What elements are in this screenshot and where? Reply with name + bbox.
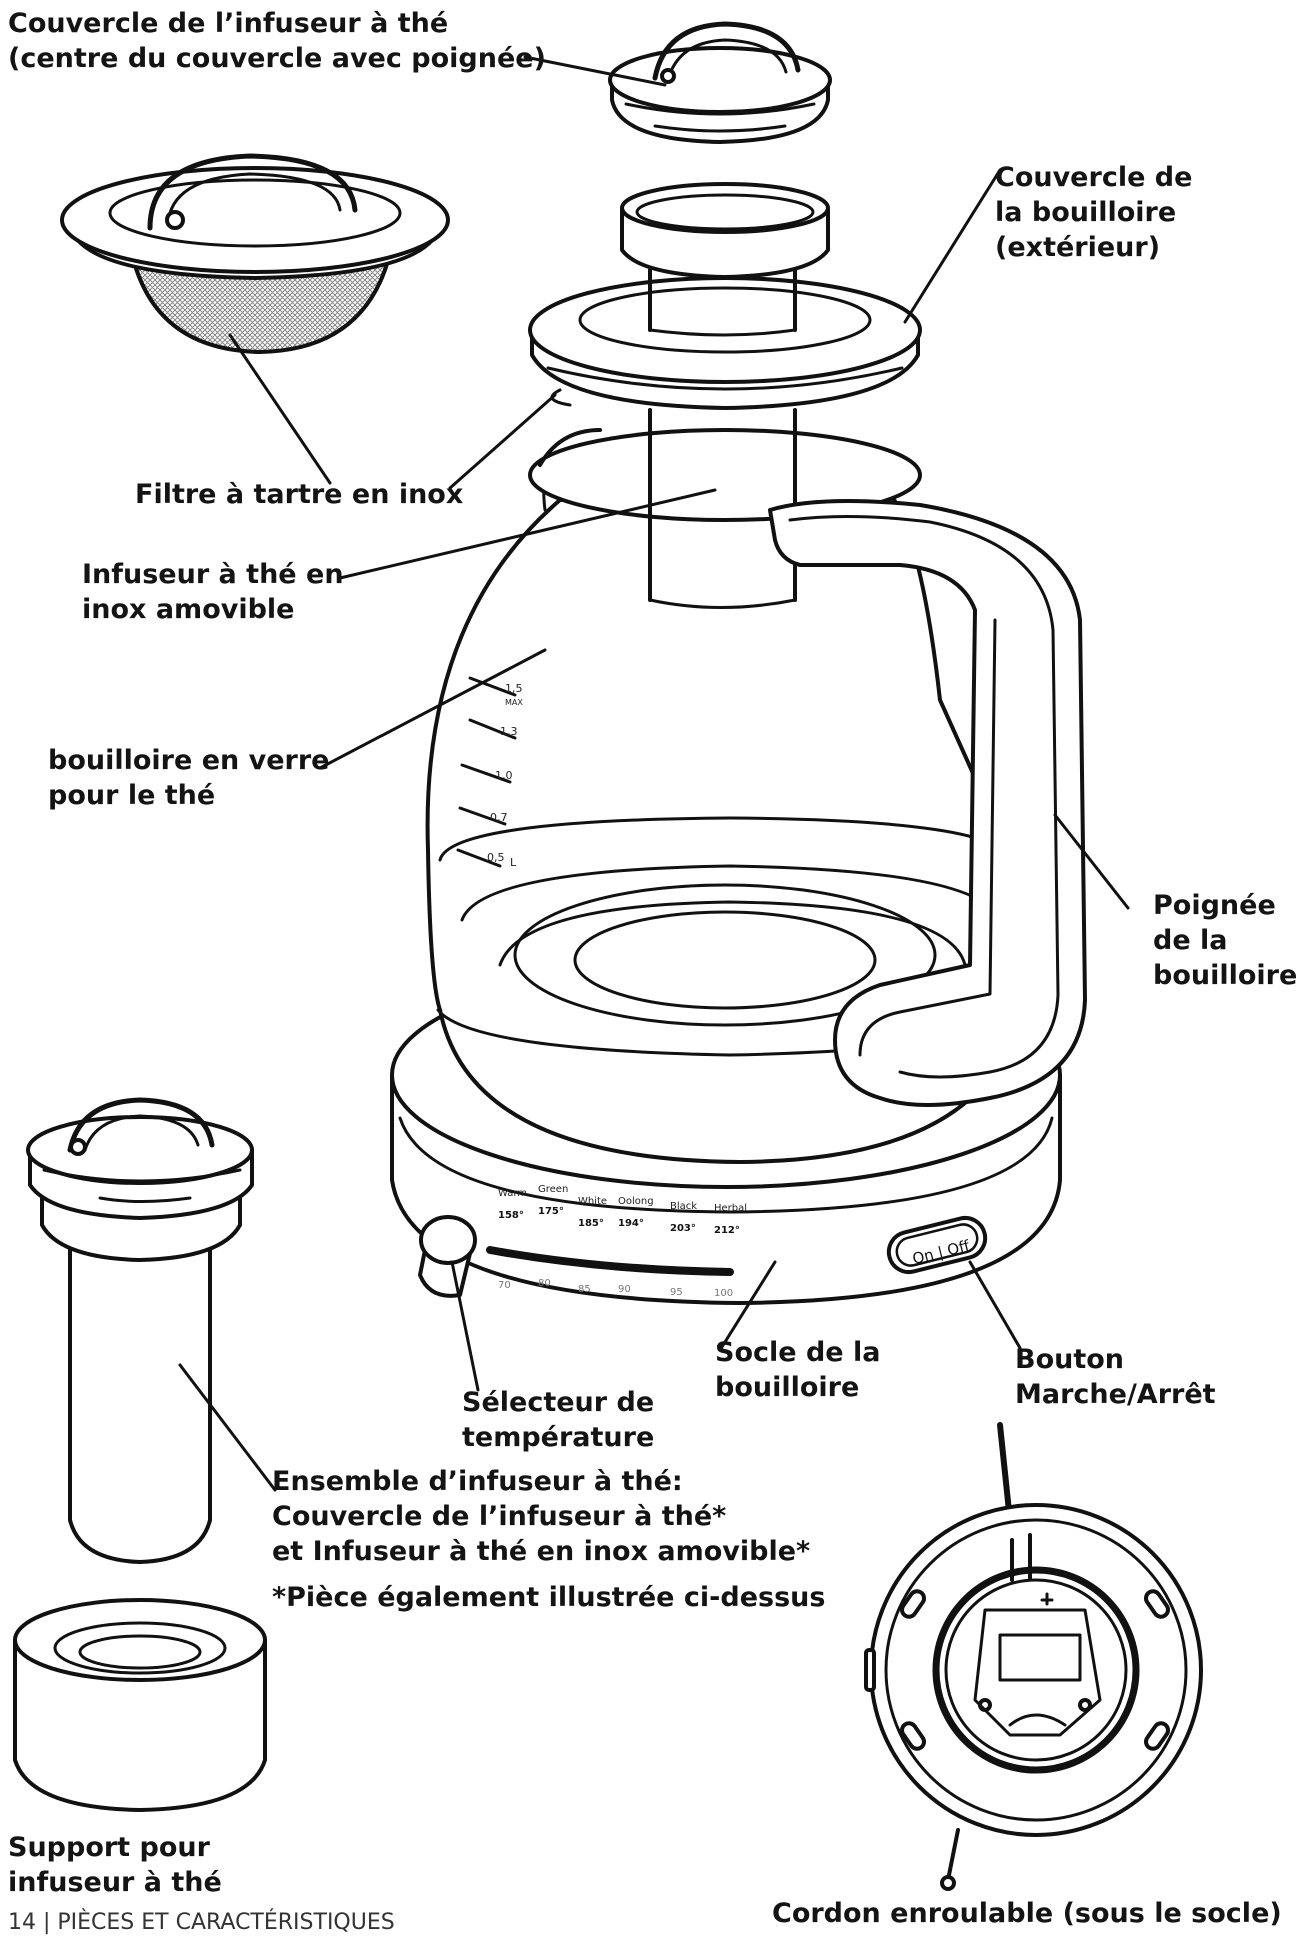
base-underside-illustration bbox=[864, 1422, 1203, 1891]
label-footnote: *Pièce également illustrée ci-dessus bbox=[272, 1582, 826, 1613]
label-temp-selector: Sélecteur de température bbox=[462, 1387, 655, 1453]
temp-c-label: 90 bbox=[618, 1284, 631, 1295]
temp-f-label: 203° bbox=[670, 1223, 696, 1234]
label-infuser-stand: Support pour infuseur à thé bbox=[8, 1832, 222, 1898]
temp-f-label: 212° bbox=[714, 1225, 740, 1236]
label-infuser: Infuseur à thé en inox amovible bbox=[82, 559, 344, 625]
svg-text:MAX: MAX bbox=[505, 698, 523, 707]
infuser-assembly-illustration bbox=[26, 1097, 254, 1564]
svg-text:0,7: 0,7 bbox=[490, 811, 508, 824]
temp-f-label: 194° bbox=[618, 1218, 644, 1229]
control-panel: Warm 158° 70 Green 175° 80 White 185° 85 Oolong 19… bbox=[486, 1184, 747, 1299]
infuser-stand-illustration bbox=[13, 1598, 267, 1812]
temp-c-label: 85 bbox=[578, 1284, 591, 1295]
scale-filter-illustration bbox=[60, 153, 450, 354]
kettle-handle-illustration bbox=[768, 499, 1087, 1107]
label-infuser-assembly: Ensemble d’infuseur à thé: Couvercle de … bbox=[272, 1466, 811, 1567]
tea-type-label: Black bbox=[670, 1201, 697, 1212]
tea-type-label: Warm bbox=[498, 1188, 527, 1199]
kettle-outer-lid-illustration bbox=[528, 276, 922, 410]
temp-c-label: 95 bbox=[670, 1287, 683, 1298]
tea-type-label: White bbox=[578, 1196, 607, 1207]
temp-f-label: 185° bbox=[578, 1218, 604, 1229]
label-handle: Poignée de la bouilloire bbox=[1153, 890, 1298, 991]
infuser-collar-illustration bbox=[620, 182, 830, 337]
temp-f-label: 158° bbox=[498, 1210, 524, 1221]
label-cord: Cordon enroulable (sous le socle) bbox=[772, 1898, 1282, 1929]
infuser-lid-top bbox=[608, 21, 832, 144]
label-power-button: Bouton Marche/Arrêt bbox=[1015, 1344, 1216, 1410]
svg-text:1,5: 1,5 bbox=[505, 682, 523, 695]
temp-c-label: 80 bbox=[538, 1278, 551, 1289]
tea-type-label: Herbal bbox=[714, 1203, 747, 1214]
label-scale-filter: Filtre à tartre en inox bbox=[135, 479, 464, 510]
leader-lines bbox=[178, 55, 1130, 1492]
label-kettle-lid: Couvercle de la bouilloire (extérieur) bbox=[995, 162, 1193, 263]
label-infuser-lid: Couvercle de l’infuseur à thé (centre du… bbox=[8, 8, 546, 74]
label-glass-kettle: bouilloire en verre pour le thé bbox=[48, 745, 330, 811]
temperature-knob-illustration bbox=[418, 1215, 477, 1298]
temp-f-label: 175° bbox=[538, 1206, 564, 1217]
page-footer: 14 | PIÈCES ET CARACTÉRISTIQUES bbox=[8, 1910, 395, 1935]
power-button-illustration: On | Off bbox=[886, 1215, 988, 1275]
svg-text:1,3: 1,3 bbox=[500, 725, 518, 738]
svg-text:0,5: 0,5 bbox=[487, 851, 505, 864]
tea-type-label: Green bbox=[538, 1184, 568, 1195]
tea-type-label: Oolong bbox=[618, 1196, 654, 1207]
volume-graduations: 1,5 MAX 1,3 1,0 0,7 0,5 L bbox=[456, 676, 523, 869]
temp-c-label: 100 bbox=[714, 1288, 733, 1299]
temp-c-label: 70 bbox=[498, 1280, 511, 1291]
label-base: Socle de la bouilloire bbox=[715, 1337, 881, 1403]
svg-text:L: L bbox=[510, 856, 517, 869]
svg-text:1,0: 1,0 bbox=[495, 769, 513, 782]
